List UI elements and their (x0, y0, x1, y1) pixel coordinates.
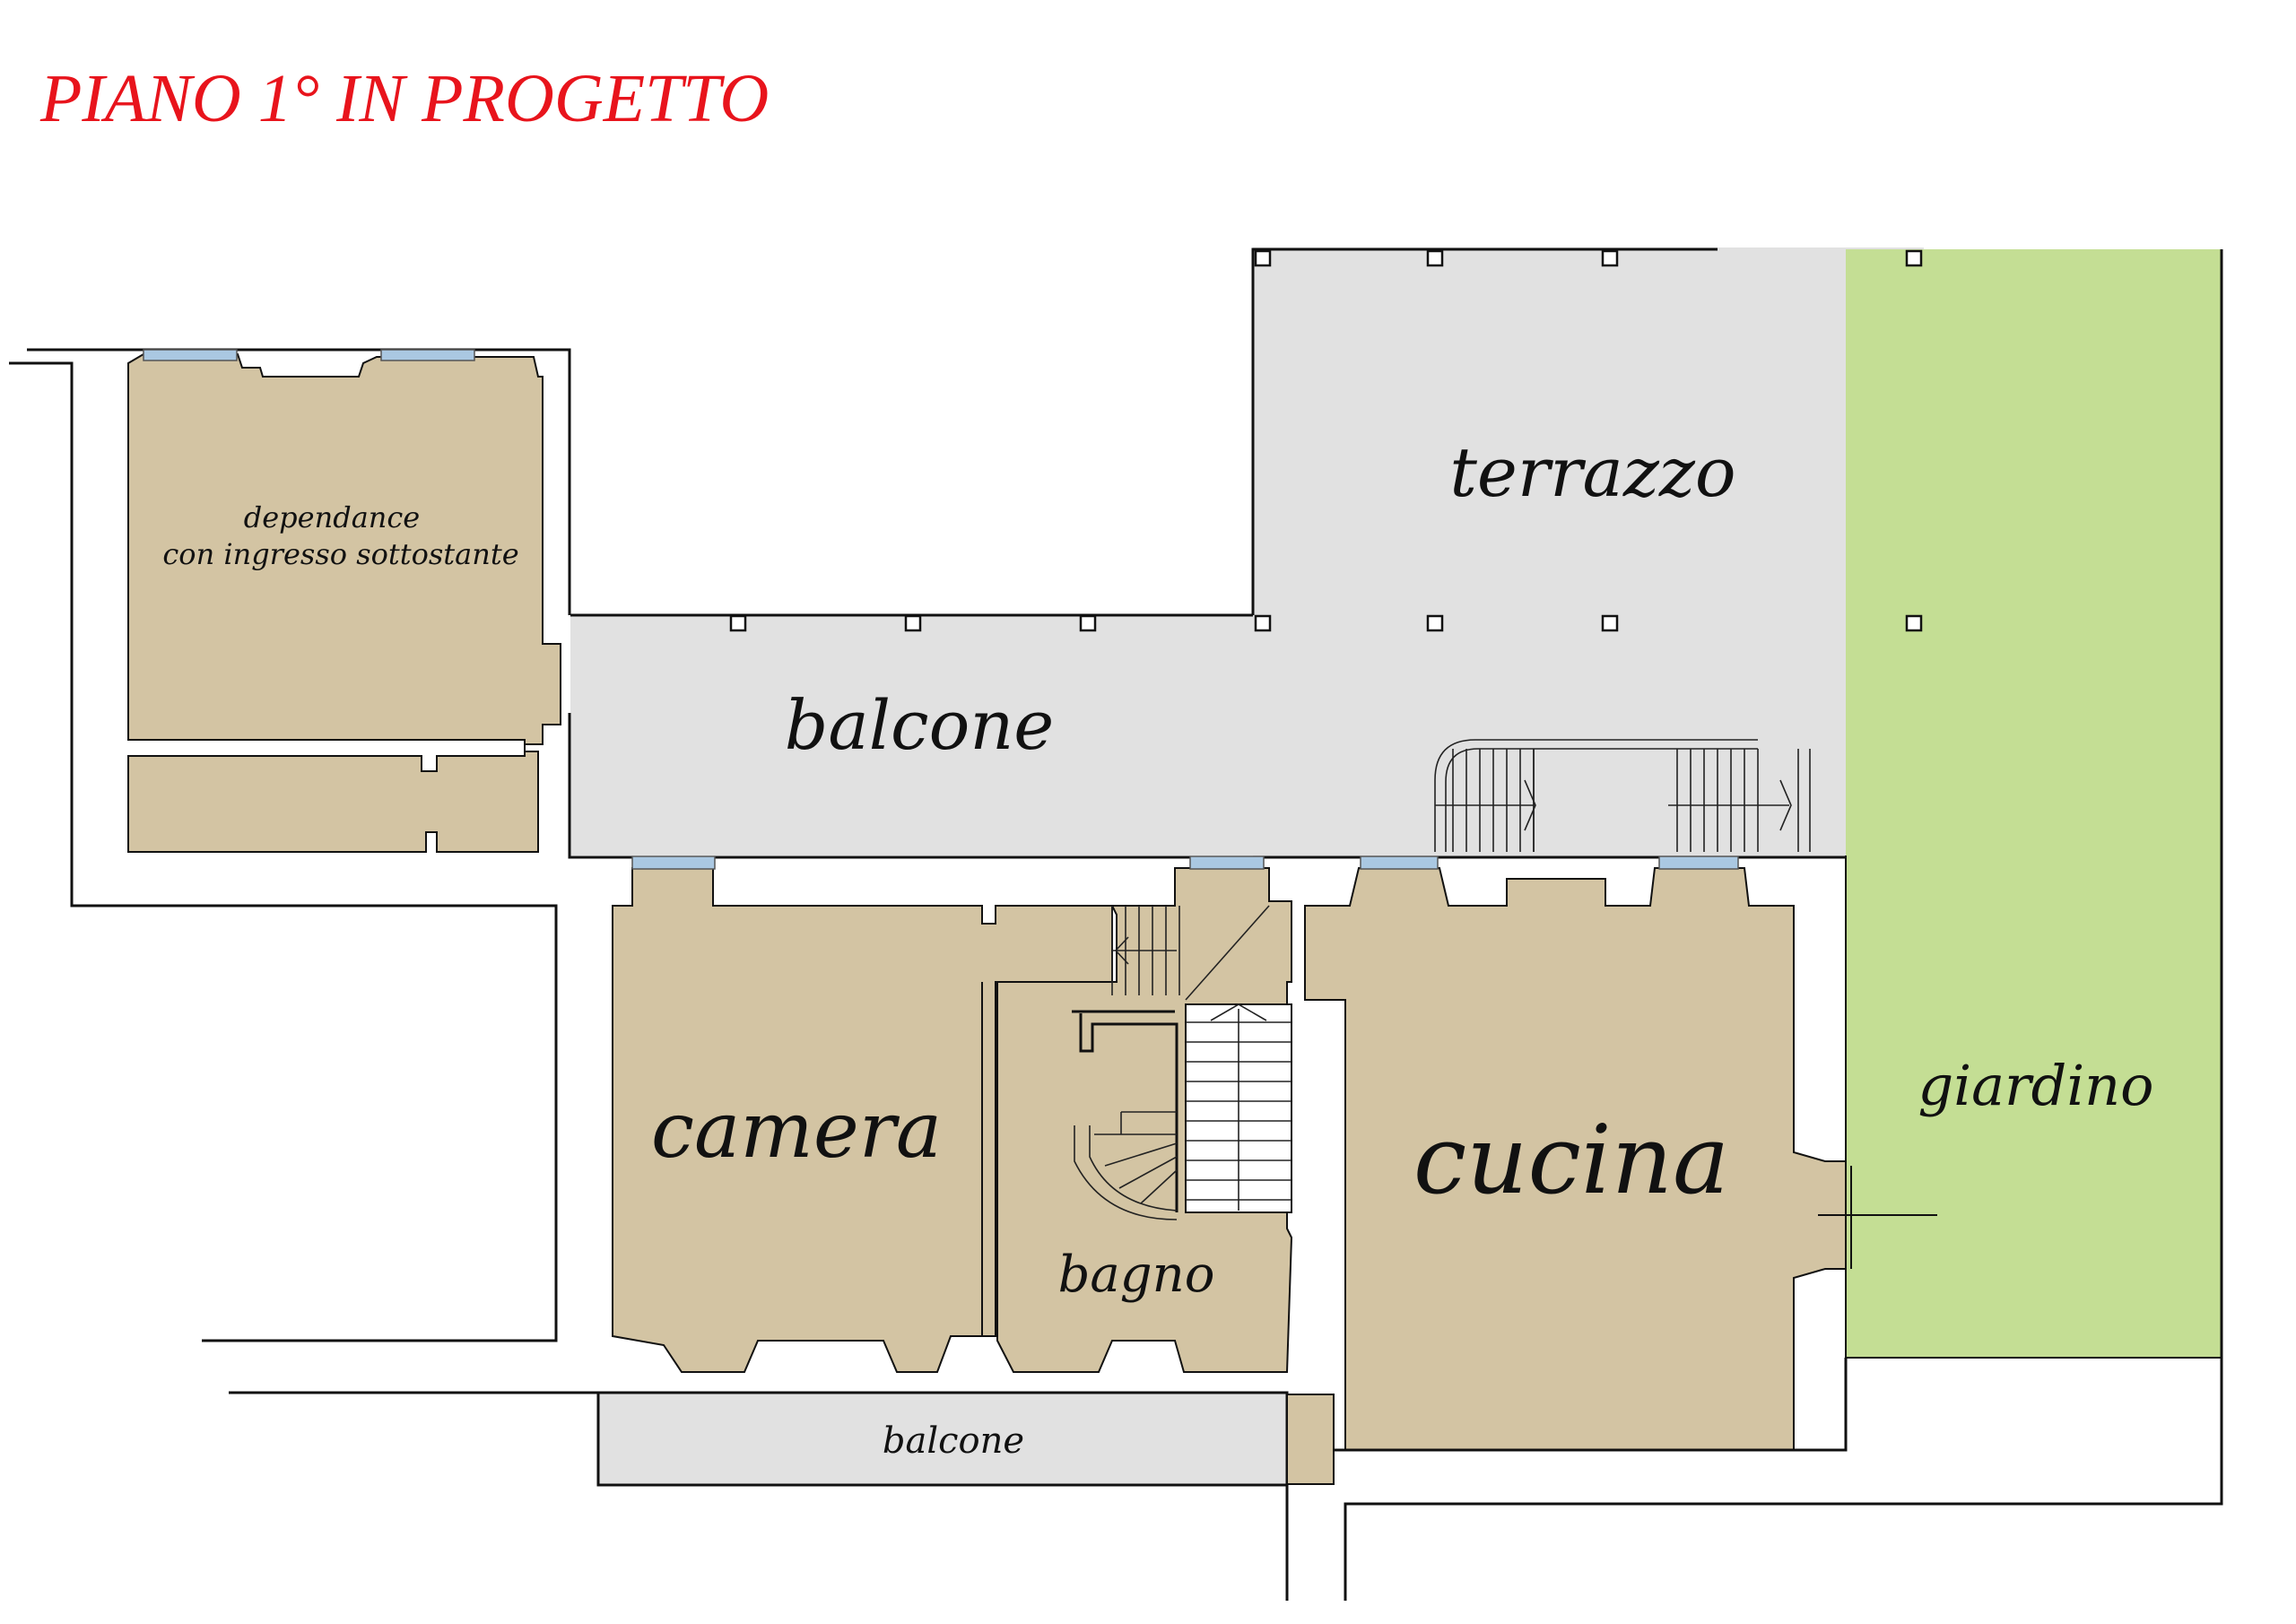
label-giardino: giardino (1918, 1053, 2154, 1118)
garden-door-marker (1818, 1161, 1937, 1269)
balcone-lower-area (596, 1391, 1289, 1487)
terrace-columns (729, 249, 1923, 632)
label-dependance-line1: dependance (244, 500, 420, 534)
label-bagno: bagno (1058, 1246, 1215, 1304)
label-dependance-line2: con ingresso sottostante (162, 537, 518, 571)
dependance-room (127, 353, 561, 853)
plan-title: PIANO 1° IN PROGETTO (39, 61, 769, 136)
bagno-room (996, 867, 1293, 1373)
label-camera: camera (651, 1086, 942, 1176)
exterior-walls (9, 249, 2223, 1601)
label-balcone-upper: balcone (785, 685, 1055, 765)
balcone-upper-area (570, 613, 1924, 855)
label-cucina: cucina (1413, 1105, 1729, 1215)
label-terrazzo: terrazzo (1449, 432, 1735, 512)
label-balcone-lower: balcone (883, 1420, 1024, 1462)
windows (143, 349, 1739, 870)
giardino-area (1845, 249, 2222, 1359)
interior-staircase (1072, 905, 1292, 1220)
wall-pillar (1286, 1394, 1335, 1485)
exterior-staircase (1434, 739, 1811, 852)
camera-room (612, 867, 1113, 1373)
